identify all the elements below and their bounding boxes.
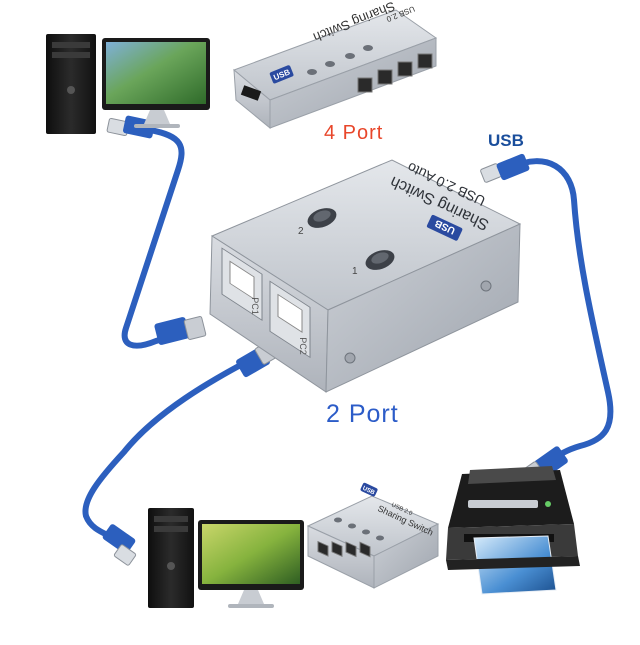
switch-side-face <box>325 223 521 393</box>
pc-tower <box>148 508 194 608</box>
switch-leds <box>334 517 384 541</box>
usb-logo-icon <box>360 482 378 497</box>
screw <box>480 280 492 292</box>
usb-a-plug-right <box>480 153 530 183</box>
usb-b-ports-row <box>317 540 371 558</box>
port-pc2-label: PC2 <box>298 337 308 355</box>
monitor-screen <box>106 42 206 104</box>
usb-b-port-pc2: PC2 <box>269 280 311 359</box>
usb-logo-icon <box>269 65 294 84</box>
switch-leds <box>307 45 373 75</box>
switch-4port-bottom-badge: USB <box>361 486 376 497</box>
led-indicator-1: 1 <box>352 250 395 277</box>
switch-2port-main: PC1 PC2 2 1 USB Sharing Switch USB 2.0 A… <box>209 159 522 393</box>
label-usb: USB <box>488 131 524 150</box>
led-indicator-2: 2 <box>298 208 337 237</box>
usb-b-ports-row <box>357 53 433 93</box>
led-2-label: 2 <box>298 226 304 237</box>
usb-b-port-pc1: PC1 <box>221 247 263 321</box>
monitor-screen <box>202 524 300 584</box>
usb-b-plug-left <box>154 316 207 345</box>
switch-4port-top: USB Sharing Switch USB 2.0 <box>233 0 438 130</box>
computer-bottom-left <box>148 508 304 608</box>
pc-tower <box>46 34 96 134</box>
cable-top-pc <box>121 127 189 349</box>
printer <box>446 466 580 595</box>
cable-bottom-pc <box>82 357 253 545</box>
label-2-port: 2 Port <box>326 400 399 428</box>
usb-a-plug-bottom-left <box>102 524 137 566</box>
port-pc1-label: PC1 <box>250 297 260 315</box>
screw <box>344 352 356 364</box>
usb-logo-icon <box>426 214 463 241</box>
computer-top-left <box>46 34 210 134</box>
cable-printer <box>507 158 614 467</box>
label-4-port: 4 Port <box>324 122 384 144</box>
switch-4port-bottom: USB Sharing Switch USB 2.0 <box>306 482 440 589</box>
led-1-label: 1 <box>352 266 358 277</box>
